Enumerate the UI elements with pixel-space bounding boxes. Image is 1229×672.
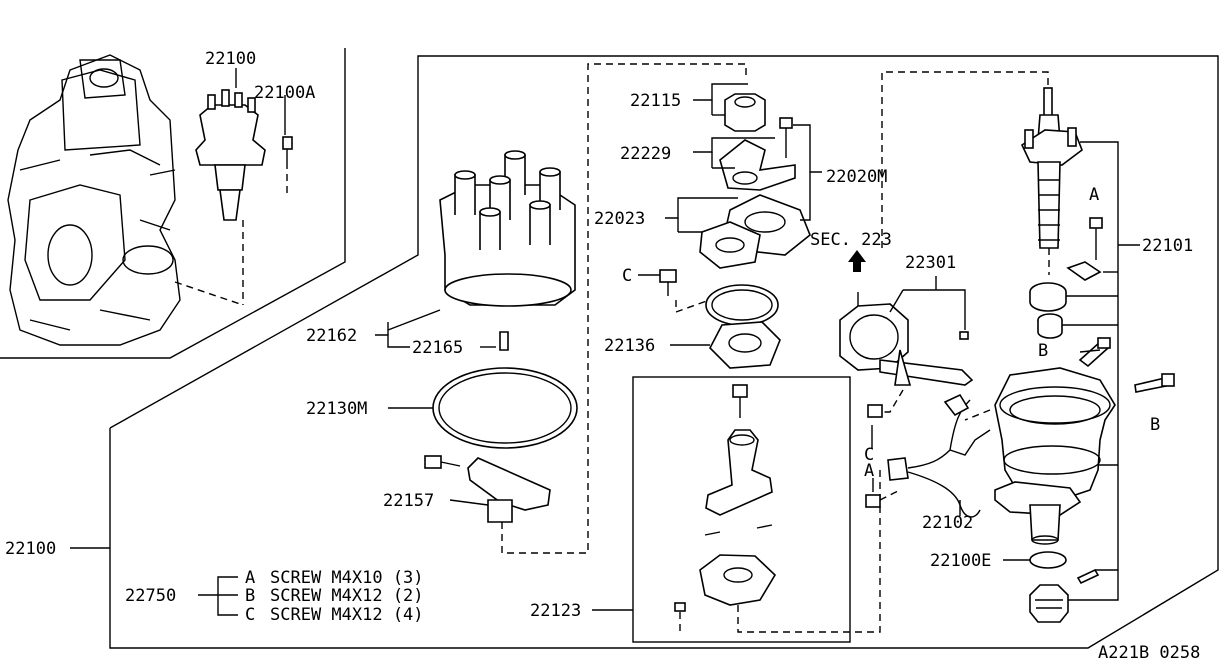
screw-desc-b: SCREW M4X12 (2) <box>270 586 424 606</box>
leader-22020M <box>793 124 822 173</box>
label-22115: 22115 <box>630 91 681 111</box>
governor-weight-22229 <box>693 117 796 191</box>
label-22162: 22162 <box>306 326 357 346</box>
label-22229: 22229 <box>620 144 671 164</box>
rotor-head <box>424 63 747 554</box>
label-22123: 22123 <box>530 601 581 621</box>
label-22100A: 22100A <box>254 83 315 103</box>
label-22100-main: 22100 <box>5 539 56 559</box>
engine-inset <box>0 48 346 359</box>
carbon-point-icon <box>499 331 509 351</box>
label-ref-code: A221B 0258 <box>1098 643 1200 663</box>
pickup-assembly-box <box>592 376 881 643</box>
inset-distributor <box>195 68 293 305</box>
label-22101: 22101 <box>1142 236 1193 256</box>
leader-22162 <box>375 334 410 348</box>
label-22750: 22750 <box>125 586 176 606</box>
harness-22102 <box>865 393 991 518</box>
label-22100-top: 22100 <box>205 49 256 69</box>
label-22301: 22301 <box>905 253 956 273</box>
label-22165: 22165 <box>412 338 463 358</box>
screw-c-mid <box>867 404 883 448</box>
main-panel-border <box>109 55 1219 649</box>
label-sec-223: SEC. 223 <box>810 230 892 250</box>
label-22100E: 22100E <box>930 551 991 571</box>
sec-arrow-icon <box>848 250 866 272</box>
governor-plate-22023 <box>665 194 811 269</box>
signal-rotor-22136 <box>670 284 781 369</box>
label-b-upper: B <box>1038 341 1048 361</box>
label-22102: 22102 <box>922 513 973 533</box>
label-b-lower: B <box>1150 415 1160 435</box>
leader-22750 <box>217 576 238 595</box>
label-c-mid: C <box>864 445 874 465</box>
screw-key-b: B <box>245 586 255 606</box>
label-22130M: 22130M <box>306 399 367 419</box>
vacuum-controller-22301 <box>839 276 974 413</box>
label-22020M: 22020M <box>826 167 887 187</box>
label-22023: 22023 <box>594 209 645 229</box>
label-22136: 22136 <box>604 336 655 356</box>
screw-key-c: C <box>245 605 255 625</box>
label-a-mid: A <box>864 461 874 481</box>
label-22157: 22157 <box>383 491 434 511</box>
screw-desc-c: SCREW M4X12 (4) <box>270 605 424 625</box>
screw-key-a: A <box>245 568 255 588</box>
housing-22101 <box>881 71 1175 623</box>
cap-gasket <box>388 367 578 449</box>
nut-22115 <box>693 83 766 132</box>
label-c-left: C <box>622 266 632 286</box>
screw-c-left <box>638 269 716 313</box>
screw-desc-a: SCREW M4X10 (3) <box>270 568 424 588</box>
distributor-cap <box>387 150 576 331</box>
label-a-right: A <box>1089 185 1099 205</box>
